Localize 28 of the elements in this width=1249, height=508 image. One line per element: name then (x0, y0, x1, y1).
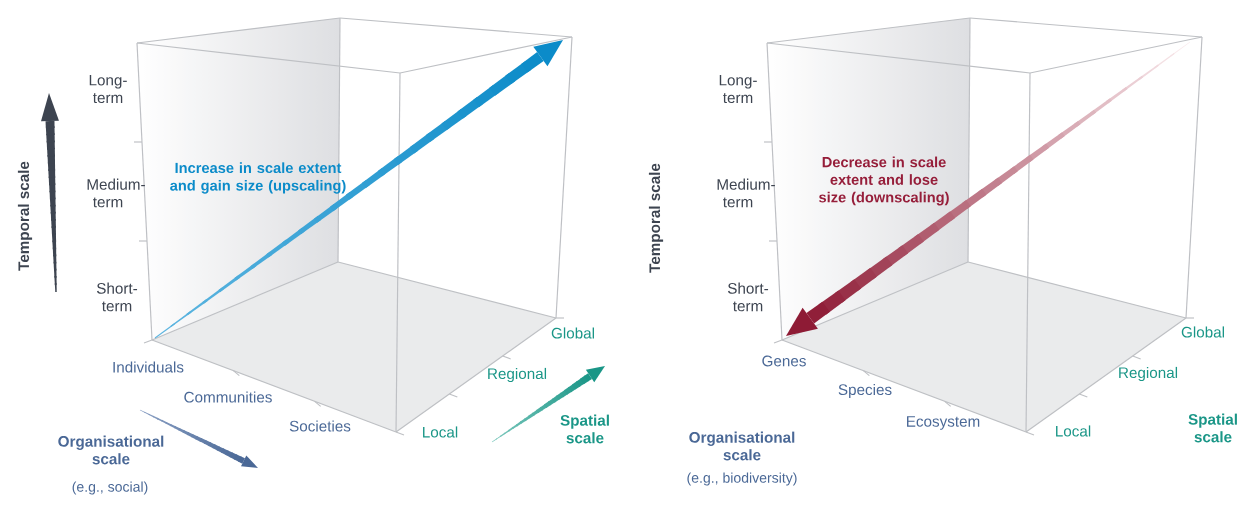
tick-label: Communities (184, 391, 272, 403)
tick-label: Species (838, 383, 892, 399)
axis-note: (e.g., social) (72, 481, 148, 495)
tick-label: Medium-term (717, 178, 775, 208)
tick-label: Genes (762, 355, 806, 367)
tick-label: Short-term (96, 282, 138, 312)
tick-label: Global (1181, 326, 1224, 338)
axis-note: (e.g., biodiversity) (687, 472, 797, 486)
tick-label: Individuals (113, 361, 184, 373)
tick-label: Regional (488, 367, 547, 383)
tick-label: Societies (289, 420, 351, 432)
axis-title: Spatial scale (560, 414, 609, 444)
axis-title: Temporal scale (648, 163, 664, 273)
axis-title: Spatial scale (1188, 413, 1237, 443)
tick-label: Global (551, 327, 594, 339)
tick-label: Long-term (89, 74, 127, 104)
arrow-annotation: Increase in scale extent and gain size (upscaling) (170, 162, 346, 194)
axis-title: Organisational scale (689, 431, 795, 461)
tick-label: Long-term (719, 74, 757, 104)
tick-label: Medium-term (87, 178, 145, 208)
tick-label: Local (1056, 425, 1091, 437)
arrow-annotation: Decrease in scale extent and lose size (downscaling) (819, 156, 949, 206)
tick-label: Ecosystem (907, 416, 980, 430)
tick-label: Local (423, 426, 458, 438)
axis-title: Organisational scale (58, 435, 164, 465)
axis-title: Temporal scale (17, 161, 33, 271)
tick-label: Regional (1119, 366, 1178, 382)
tick-label: Short-term (727, 282, 769, 312)
